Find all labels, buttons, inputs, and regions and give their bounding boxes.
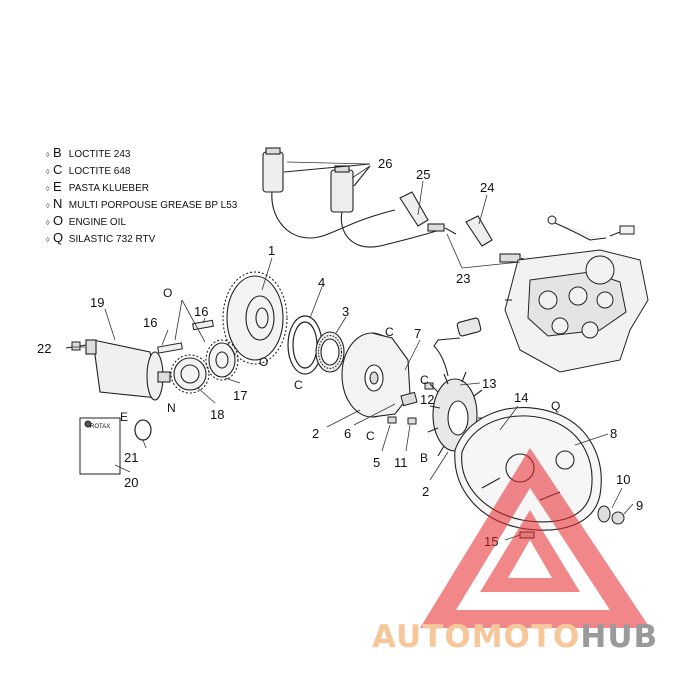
part-label-17: 17 [233, 388, 247, 403]
legend-row: ◊N MULTI PORPOUSE GREASE BP L53 [46, 197, 237, 214]
legend-text: PASTA KLUEBER [68, 183, 149, 194]
gear-1 [222, 271, 288, 365]
engine-head-assembly [504, 215, 649, 373]
spark-plug-caps [399, 191, 531, 263]
part-label-2: 2 [312, 426, 319, 441]
part-label-5: 5 [373, 455, 380, 470]
part-label-1: 1 [268, 243, 275, 258]
bearing-3 [315, 331, 345, 373]
legend-row: ◊B LOCTITE 243 [46, 146, 237, 163]
part-label-13: 13 [482, 376, 496, 391]
part-label-21: 21 [124, 450, 138, 465]
legend-text: MULTI PORPOUSE GREASE BP L53 [68, 200, 238, 211]
legend-row: ◊E PASTA KLUEBER [46, 180, 237, 197]
symbol-o: O [163, 286, 172, 300]
symbol-c: C [366, 429, 375, 443]
part-label-23: 23 [456, 271, 470, 286]
leader-lines [72, 161, 634, 541]
legend-code: B [53, 145, 62, 160]
drop-icon: ◊ [46, 203, 50, 210]
part-label-12: 12 [420, 392, 434, 407]
watermark-logo [420, 448, 650, 628]
symbol-q: Q [551, 399, 560, 413]
legend-text: SILASTIC 732 RTV [68, 234, 156, 245]
manual-booklet [79, 417, 121, 475]
watermark-brand: AUTOMOTOHUB [372, 619, 658, 655]
gear-18 [170, 354, 210, 394]
drop-icon: ◊ [46, 169, 50, 176]
symbol-e: E [120, 410, 128, 424]
plugs [597, 505, 625, 525]
part-label-8: 8 [610, 426, 617, 441]
part-label-10: 10 [616, 472, 630, 487]
shafts-16 [157, 319, 214, 354]
symbol-c: C [294, 378, 303, 392]
part-label-3: 3 [342, 304, 349, 319]
legend-text: LOCTITE 648 [68, 166, 131, 177]
part-label-24: 24 [480, 180, 494, 195]
part-label-16: 16 [143, 315, 157, 330]
part-label-2: 2 [422, 484, 429, 499]
material-symbols: O O C C C C E N B Q ROTAX [90, 286, 560, 465]
starter-motor [65, 339, 171, 401]
part-label-11: 11 [394, 455, 408, 470]
legend-code: N [53, 196, 63, 211]
gear-17 [205, 339, 239, 381]
symbol-o: O [259, 355, 268, 369]
legend-row: ◊Q SILASTIC 732 RTV [46, 231, 237, 248]
part-label-26: 26 [378, 156, 392, 171]
symbol-n: N [167, 401, 176, 415]
legend-row: ◊O ENGINE OIL [46, 214, 237, 231]
part-number-labels: 1 2 2 3 4 5 6 7 8 9 10 11 12 13 14 15 16… [37, 156, 643, 549]
part-label-6: 6 [344, 426, 351, 441]
part-label-19: 19 [90, 295, 104, 310]
part-label-25: 25 [416, 167, 430, 182]
manual-label: ROTAX [90, 424, 110, 430]
symbol-c: C [420, 373, 429, 387]
flywheel [341, 332, 411, 418]
part-label-20: 20 [124, 475, 138, 490]
drop-icon: ◊ [46, 152, 50, 159]
materials-legend: ◊B LOCTITE 243 ◊C LOCTITE 648 ◊E PASTA K… [46, 146, 237, 248]
watermark-triangle-icon [420, 448, 650, 628]
o-ring-21 [134, 419, 152, 441]
legend-text: LOCTITE 243 [68, 149, 131, 160]
legend-code: Q [53, 230, 64, 245]
symbol-c: C [385, 325, 394, 339]
part-label-9: 9 [636, 498, 643, 513]
part-label-14: 14 [514, 390, 528, 405]
ignition-coils [262, 147, 441, 248]
part-label-22: 22 [37, 341, 51, 356]
legend-row: ◊C LOCTITE 648 [46, 163, 237, 180]
part-label-18: 18 [210, 407, 224, 422]
drop-icon: ◊ [46, 237, 50, 244]
part-label-16: 16 [194, 304, 208, 319]
legend-code: E [53, 179, 62, 194]
part-label-4: 4 [318, 275, 325, 290]
legend-code: O [53, 213, 64, 228]
drop-icon: ◊ [46, 186, 50, 193]
bolt-22 [71, 341, 81, 351]
symbol-b: B [420, 451, 428, 465]
fasteners [387, 382, 434, 425]
legend-text: ENGINE OIL [68, 217, 127, 228]
drop-icon: ◊ [46, 220, 50, 227]
legend-code: C [53, 162, 63, 177]
part-label-7: 7 [414, 326, 421, 341]
